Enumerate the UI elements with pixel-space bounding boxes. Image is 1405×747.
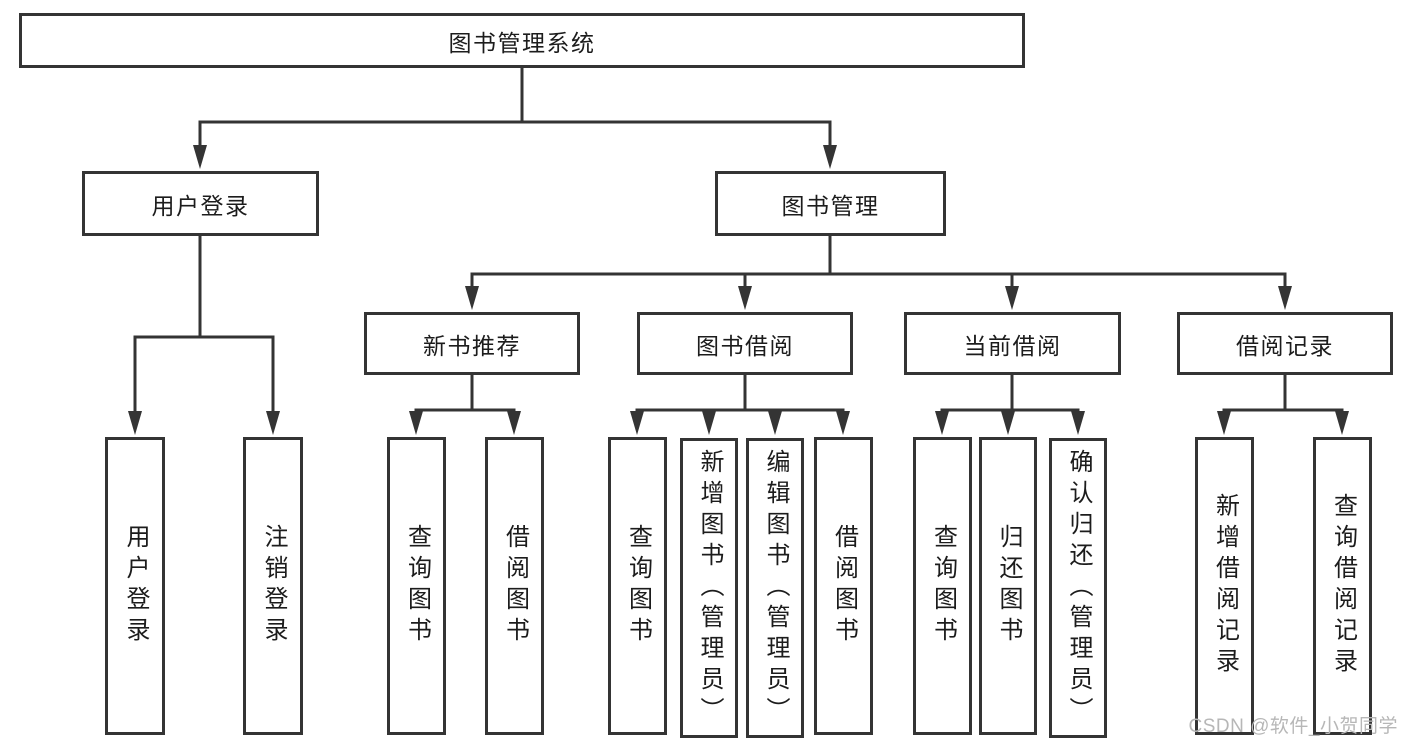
node-current-borrowing: 当前借阅 (904, 312, 1121, 375)
leaf-query-books-borrow: 查询图书 (608, 437, 667, 735)
node-library-management-system: 图书管理系统 (19, 13, 1025, 68)
leaf-confirm-return-admin: 确认归还（管理员） (1049, 438, 1107, 738)
leaf-borrow-books-recommend: 借阅图书 (485, 437, 544, 735)
leaf-query-books-current: 查询图书 (913, 437, 972, 735)
leaf-add-books-admin: 新增图书（管理员） (680, 438, 738, 738)
leaf-add-borrow-record: 新增借阅记录 (1195, 437, 1254, 735)
leaf-query-borrow-record: 查询借阅记录 (1313, 437, 1372, 735)
node-book-management: 图书管理 (715, 171, 946, 236)
node-book-borrowing: 图书借阅 (637, 312, 853, 375)
node-borrowing-records: 借阅记录 (1177, 312, 1393, 375)
leaf-query-books-recommend: 查询图书 (387, 437, 446, 735)
leaf-borrow-books: 借阅图书 (814, 437, 873, 735)
node-new-book-recommendation: 新书推荐 (364, 312, 580, 375)
leaf-edit-books-admin: 编辑图书（管理员） (746, 438, 804, 738)
node-user-login: 用户登录 (82, 171, 319, 236)
leaf-return-books: 归还图书 (979, 437, 1037, 735)
leaf-logout: 注销登录 (243, 437, 303, 735)
leaf-user-login: 用户登录 (105, 437, 165, 735)
watermark: CSDN @软件_小贺同学 (1188, 716, 1398, 737)
